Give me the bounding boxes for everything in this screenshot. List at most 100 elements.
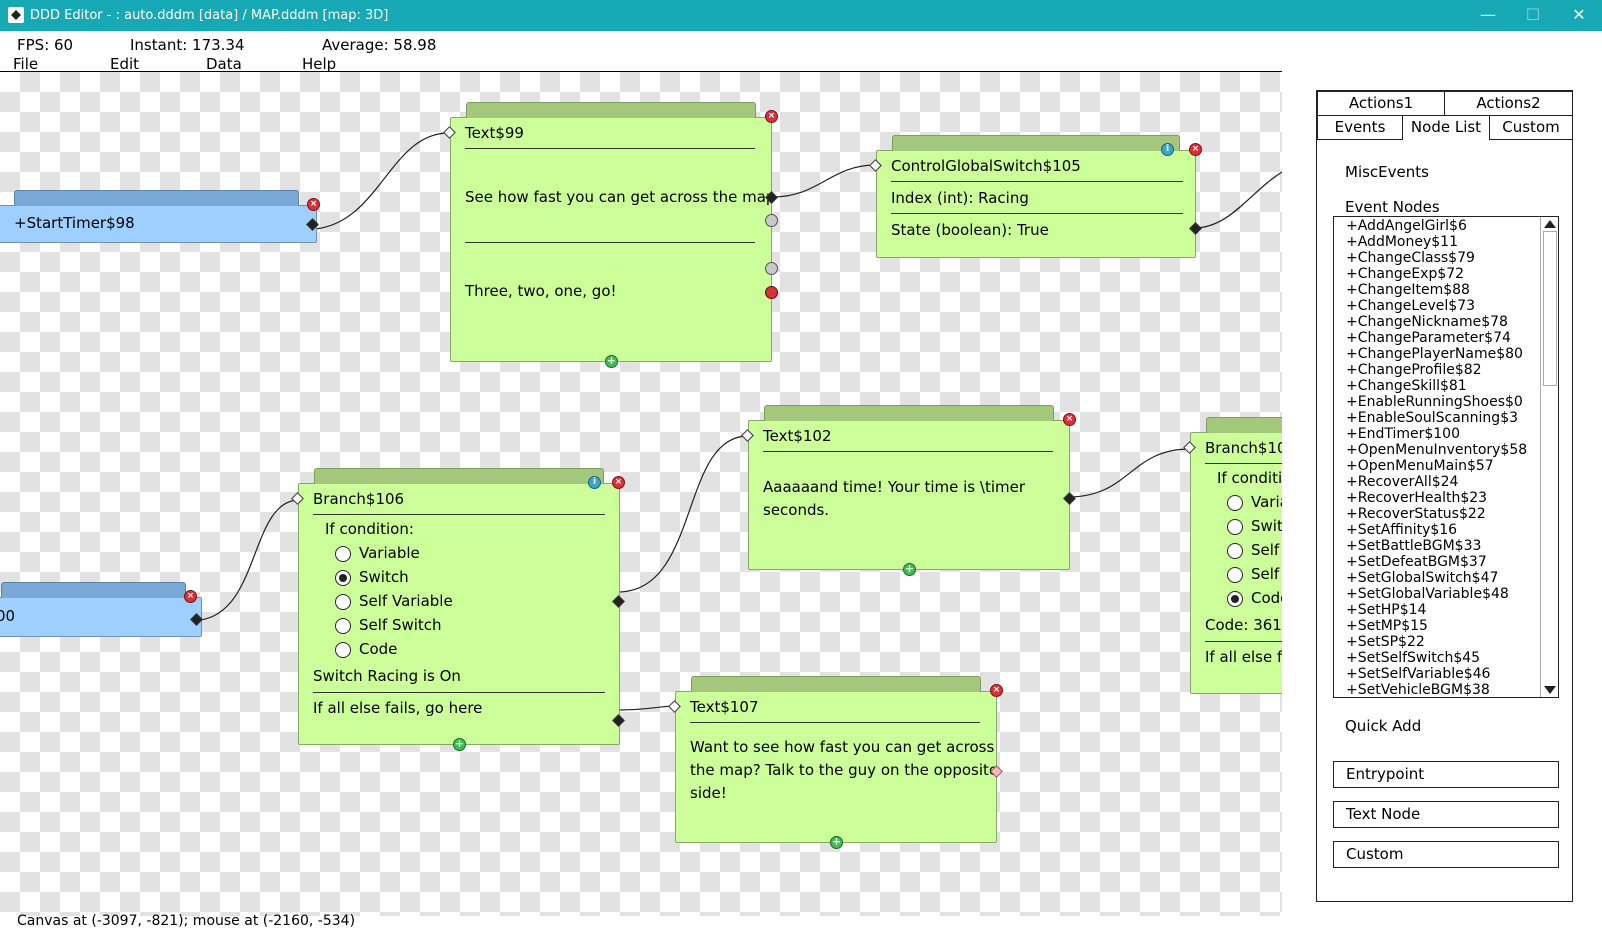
close-icon[interactable]: × [1063, 413, 1076, 426]
menu-edit[interactable]: Edit [110, 55, 140, 73]
list-item[interactable]: +SetMP$15 [1346, 618, 1428, 634]
fps-readout: FPS: 60 [17, 36, 74, 54]
node-title: 00 [0, 607, 16, 625]
list-item[interactable]: +EnableRunningShoes$0 [1346, 394, 1523, 410]
list-item[interactable]: +ChangePlayerName$80 [1346, 346, 1523, 362]
node-entry[interactable]: 00 × [0, 582, 203, 637]
radio-switch[interactable] [335, 570, 351, 586]
close-icon[interactable]: × [184, 590, 197, 603]
list-item[interactable]: +EndTimer$100 [1346, 426, 1460, 442]
output-port-icon[interactable] [306, 218, 319, 231]
add-icon[interactable]: + [605, 354, 618, 368]
list-item[interactable]: +ChangeExp$72 [1346, 266, 1465, 282]
stats-bar: FPS: 60 Instant: 173.34 Average: 58.98 [0, 34, 1602, 56]
list-item[interactable]: +ChangeSkill$81 [1346, 378, 1467, 394]
state-field[interactable]: State (boolean): True [891, 221, 1049, 239]
info-icon[interactable]: i [1161, 143, 1174, 156]
list-item[interactable]: +OpenMenuMain$57 [1346, 458, 1494, 474]
list-item[interactable]: +ChangeItem$88 [1346, 282, 1470, 298]
custom-button[interactable]: Custom [1333, 841, 1559, 868]
add-icon[interactable]: + [453, 737, 466, 751]
list-item[interactable]: +SetAffinity$16 [1346, 522, 1458, 538]
scroll-up-icon[interactable] [1544, 220, 1556, 228]
node-text-107[interactable]: Text$107 Want to see how fast you can ge… [668, 676, 1003, 849]
list-item[interactable]: +RecoverHealth$23 [1346, 490, 1488, 506]
close-icon[interactable]: × [612, 476, 625, 489]
radio-self-variable[interactable] [1227, 543, 1243, 559]
radio-code[interactable] [335, 642, 351, 658]
list-scrollbar[interactable] [1540, 217, 1558, 697]
status-bar: Canvas at (-3097, -821); mouse at (-2160… [17, 913, 356, 929]
close-icon[interactable]: × [307, 198, 320, 211]
radio-variable[interactable] [1227, 495, 1243, 511]
list-item[interactable]: +ChangeLevel$73 [1346, 298, 1476, 314]
node-tab [1206, 417, 1282, 433]
tab-actions2[interactable]: Actions2 [1444, 91, 1573, 116]
list-item[interactable]: +SetSelfSwitch$45 [1346, 650, 1481, 666]
option-port-icon[interactable] [765, 262, 778, 275]
list-item[interactable]: +SetVehicleBGM$38 [1346, 682, 1490, 698]
list-item[interactable]: +OpenMenuInventory$58 [1346, 442, 1528, 458]
option-port-icon[interactable] [765, 214, 778, 227]
scroll-thumb[interactable] [1543, 231, 1557, 386]
radio-switch[interactable] [1227, 519, 1243, 535]
list-item[interactable]: +SetGlobalSwitch$47 [1346, 570, 1499, 586]
list-item[interactable]: +ChangeNickname$78 [1346, 314, 1508, 330]
list-item[interactable]: +EnableSoulScanning$3 [1346, 410, 1519, 426]
event-nodes-list[interactable]: +AddAngelGirl$6+AddMoney$11+ChangeClass$… [1333, 216, 1559, 698]
menu-help[interactable]: Help [302, 55, 337, 73]
index-field[interactable]: Index (int): Racing [891, 189, 1029, 207]
node-branch-104[interactable]: Branch$104 If conditi Varia Switc Self V… [1183, 417, 1282, 694]
option-code: Code [359, 640, 398, 658]
node-canvas[interactable]: +StartTimer$98 × 00 × Text$99 See how fa… [0, 71, 1282, 916]
option-switch: Switch [359, 568, 409, 586]
title-bar: DDD Editor - : auto.dddm [data] / MAP.dd… [0, 0, 1602, 31]
tab-events[interactable]: Events [1317, 115, 1403, 140]
list-item[interactable]: +SetSelfVariable$46 [1346, 666, 1491, 682]
list-item[interactable]: +SetSP$22 [1346, 634, 1425, 650]
remove-option-icon[interactable] [765, 286, 778, 299]
radio-code[interactable] [1227, 591, 1243, 607]
close-icon[interactable]: × [1189, 143, 1202, 156]
node-text-99[interactable]: Text$99 See how fast you can get across … [443, 102, 778, 368]
text-node-button[interactable]: Text Node [1333, 801, 1559, 828]
tab-custom[interactable]: Custom [1489, 115, 1573, 140]
list-item[interactable]: +RecoverStatus$22 [1346, 506, 1486, 522]
minimize-button[interactable]: — [1480, 5, 1496, 24]
list-item[interactable]: +RecoverAll$24 [1346, 474, 1459, 490]
radio-self-switch[interactable] [1227, 567, 1243, 583]
condition-label: If condition: [325, 520, 414, 538]
list-item[interactable]: +AddMoney$11 [1346, 234, 1458, 250]
list-item[interactable]: +SetBattleBGM$33 [1346, 538, 1482, 554]
condition-summary: Code: 361 [1205, 616, 1282, 634]
menu-file[interactable]: File [13, 55, 39, 73]
maximize-button[interactable]: ☐ [1525, 5, 1541, 24]
tab-node-list[interactable]: Node List [1402, 115, 1490, 140]
list-item[interactable]: +SetGlobalVariable$48 [1346, 586, 1509, 602]
close-window-button[interactable]: ✕ [1572, 5, 1586, 24]
menu-data[interactable]: Data [206, 55, 242, 73]
list-item[interactable]: +ChangeClass$79 [1346, 250, 1475, 266]
node-branch-106[interactable]: Branch$106 If condition: Variable Switch… [291, 468, 625, 751]
list-item[interactable]: +AddAngelGirl$6 [1346, 218, 1467, 234]
close-icon[interactable]: × [990, 684, 1003, 697]
add-icon[interactable]: + [830, 835, 843, 849]
misc-events-label: MiscEvents [1345, 163, 1429, 181]
tab-actions1[interactable]: Actions1 [1317, 91, 1445, 116]
scroll-down-icon[interactable] [1544, 686, 1556, 694]
radio-variable[interactable] [335, 546, 351, 562]
node-starttimer[interactable]: +StartTimer$98 × [0, 190, 320, 243]
add-icon[interactable]: + [903, 562, 916, 576]
list-item[interactable]: +SetHP$14 [1346, 602, 1427, 618]
info-icon[interactable]: i [588, 476, 601, 489]
entrypoint-button[interactable]: Entrypoint [1333, 761, 1559, 788]
output-port-icon[interactable] [190, 613, 203, 626]
list-item[interactable]: +ChangeProfile$82 [1346, 362, 1482, 378]
close-icon[interactable]: × [765, 110, 778, 123]
list-item[interactable]: +SetDefeatBGM$37 [1346, 554, 1487, 570]
node-controlglobalswitch-105[interactable]: ControlGlobalSwitch$105 Index (int): Rac… [869, 135, 1202, 258]
radio-self-switch[interactable] [335, 618, 351, 634]
radio-self-variable[interactable] [335, 594, 351, 610]
node-text-102[interactable]: Text$102 Aaaaaand time! Your time is \ti… [741, 405, 1076, 576]
list-item[interactable]: +ChangeParameter$74 [1346, 330, 1511, 346]
